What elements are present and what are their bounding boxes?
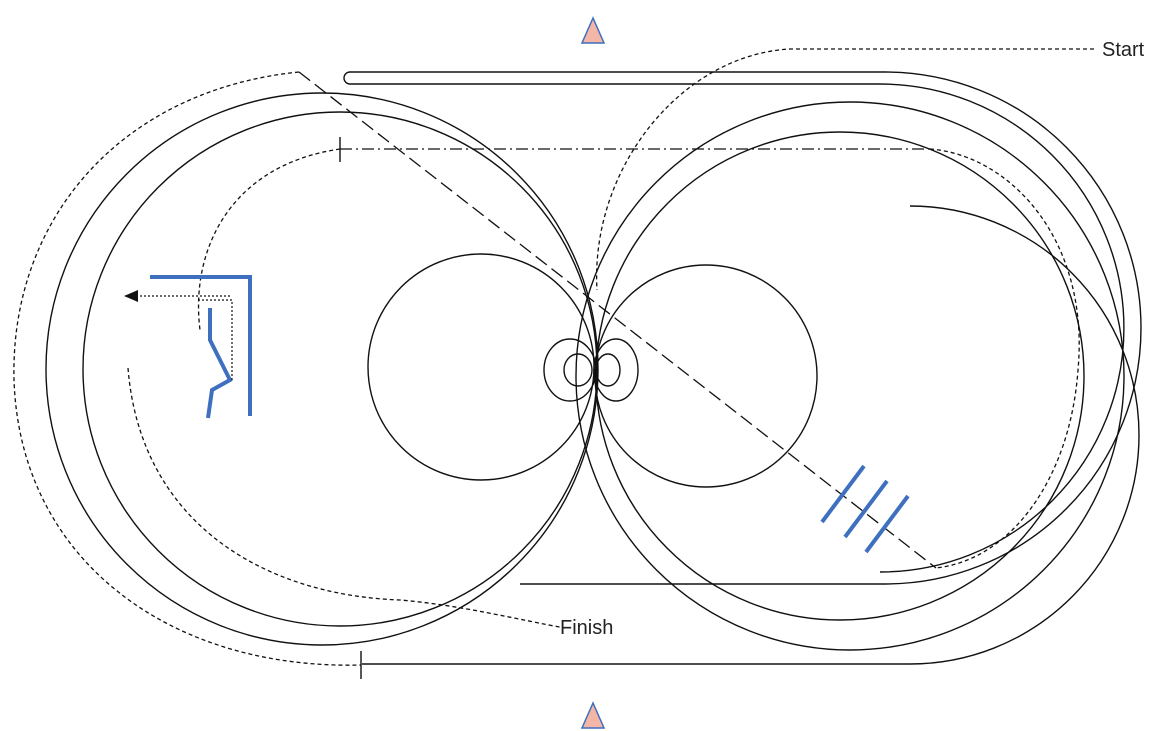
- arrow-head-icon: [124, 290, 138, 302]
- diagonal-path: [298, 71, 937, 569]
- start-label: Start: [1102, 39, 1145, 61]
- outer-track-return: [343, 71, 1125, 573]
- left-tiny-lobe: [563, 353, 593, 387]
- left-inner-circle: [82, 111, 598, 627]
- top-marker-icon: [580, 16, 606, 44]
- bottom-track: [362, 205, 1140, 665]
- right-outer-circle: [575, 101, 1125, 651]
- left-medium-circle: [367, 253, 595, 481]
- left-inner-dashed-arc: [197, 148, 341, 331]
- right-medium-circle: [594, 264, 818, 488]
- right-inner-circle: [595, 131, 1085, 621]
- triple-slash-icon: [820, 464, 910, 554]
- start-path: [596, 48, 1094, 291]
- right-small-lobe: [593, 338, 639, 402]
- bottom-marker-icon: [580, 701, 606, 729]
- finish-path: [127, 367, 566, 629]
- left-outer-dashed-arc: [13, 71, 362, 666]
- finish-label: Finish: [560, 617, 613, 639]
- right-tiny-lobe: [595, 353, 621, 387]
- right-dashed-arc: [929, 148, 1080, 569]
- left-small-lobe: [543, 338, 597, 402]
- outer-track: [350, 71, 1142, 585]
- left-outer-circle: [45, 92, 599, 646]
- stick-figure-icon: [124, 275, 252, 419]
